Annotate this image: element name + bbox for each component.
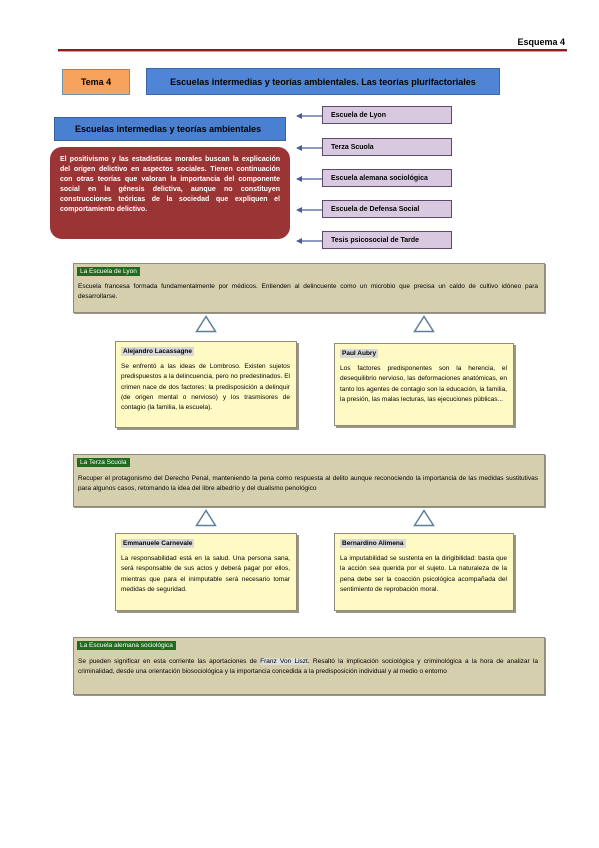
card-text: Los factores predisponentes son la heren… (340, 365, 507, 403)
arrow-left-icon (296, 176, 322, 182)
card-text: La responsabilidad está en la salud. Una… (121, 555, 290, 593)
section-alemana: La Escuela alemana sociológica Se pueden… (73, 637, 545, 695)
section-tag: La Escuela de Lyon (77, 267, 140, 276)
subtitle: Escuelas intermedias y teorías ambiental… (75, 124, 262, 134)
section-text-end: . Resaltó la implicación sociológica y c… (78, 658, 538, 675)
section-text-start: Se pueden significar en esta corriente l… (78, 658, 261, 665)
arrow-left-icon (296, 238, 322, 244)
card-text: La imputabilidad se sustenta en la dirig… (340, 555, 507, 593)
school-terza: Terza Scuola (322, 138, 452, 156)
arrow-left-icon (296, 207, 322, 213)
card-text: Se enfrentó a las ideas de Lombroso. Exi… (121, 363, 290, 412)
card-alimena: Bernardino Alimena La imputabilidad se s… (334, 533, 514, 611)
school-label: Escuela de Defensa Social (331, 205, 420, 213)
section-terza: La Terza Scuola Recuper el protagonismo … (73, 454, 545, 507)
description-box: El positivismo y las estadísticas morale… (50, 147, 290, 239)
tema-label: Tema 4 (80, 77, 112, 87)
card-title: Alejandro Lacassagne (121, 347, 194, 356)
triangle-up-icon (195, 315, 217, 333)
school-label: Tesis psicosocial de Tarde (331, 236, 420, 244)
section-tag: La Terza Scuola (77, 458, 130, 467)
description-text: El positivismo y las estadísticas morale… (60, 156, 280, 213)
school-label: Terza Scuola (331, 143, 374, 151)
school-lyon: Escuela de Lyon (322, 106, 452, 124)
section-text: Recuper el protagonismo del Derecho Pena… (78, 475, 538, 492)
school-label: Escuela alemana sociológica (331, 174, 428, 182)
tema-label-box: Tema 4 (62, 69, 130, 95)
school-defensa-social: Escuela de Defensa Social (322, 200, 452, 218)
header-divider (58, 49, 567, 52)
card-carnevale: Emmanuele Carnevale La responsabilidad e… (115, 533, 297, 611)
highlighted-name: Franz Von Liszt (260, 658, 308, 665)
card-lacassagne: Alejandro Lacassagne Se enfrentó a las i… (115, 341, 297, 428)
card-title: Paul Aubry (340, 349, 379, 358)
page-title: Escuelas intermedias y teorías ambiental… (170, 76, 476, 87)
section-tag: La Escuela alemana sociológica (77, 641, 176, 650)
section-text: Se pueden significar en esta corriente l… (78, 657, 538, 677)
school-alemana: Escuela alemana sociológica (322, 169, 452, 187)
triangle-up-icon (195, 509, 217, 527)
subtitle-box: Escuelas intermedias y teorías ambiental… (54, 117, 286, 141)
arrow-left-icon (296, 145, 322, 151)
triangle-up-icon (413, 509, 435, 527)
school-label: Escuela de Lyon (331, 111, 386, 119)
school-tarde: Tesis psicosocial de Tarde (322, 231, 452, 249)
section-lyon: La Escuela de Lyon Escuela francesa form… (73, 263, 545, 313)
triangle-up-icon (413, 315, 435, 333)
title-box: Escuelas intermedias y teorías ambiental… (146, 68, 500, 95)
page-header-label: Esquema 4 (517, 37, 565, 47)
card-title: Bernardino Alimena (340, 539, 406, 548)
card-aubry: Paul Aubry Los factores predisponentes s… (334, 343, 514, 426)
card-title: Emmanuele Carnevale (121, 539, 195, 548)
section-text: Escuela francesa formada fundamentalment… (78, 283, 538, 300)
arrow-left-icon (296, 113, 322, 119)
